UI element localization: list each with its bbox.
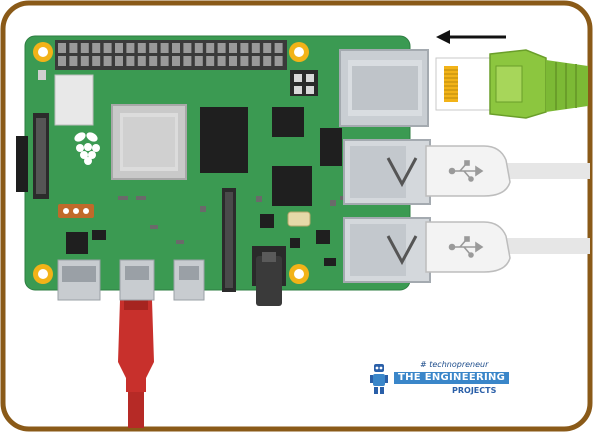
gpio-pin	[126, 56, 135, 66]
gpio-pin	[240, 43, 249, 53]
gpio-pin	[92, 56, 101, 66]
mounting-hole	[33, 264, 53, 284]
robot-logo-icon	[370, 364, 388, 394]
gpio-pin	[92, 43, 101, 53]
gpio-pin	[183, 56, 192, 66]
gpio-header	[55, 40, 287, 70]
sd-card-slot	[16, 136, 28, 192]
gpio-pin	[80, 43, 89, 53]
gpio-pin	[217, 56, 226, 66]
brand-watermark: # technopreneur THE ENGINEERING PROJECTS	[368, 360, 510, 400]
pi-board	[16, 35, 411, 306]
power-cable	[118, 300, 154, 428]
gpio-pin	[58, 56, 66, 66]
usb-symbol-icon	[448, 236, 484, 258]
gpio-pin	[115, 56, 123, 66]
gpio-pin	[274, 43, 283, 53]
gpio-pin	[137, 43, 146, 53]
gpio-pin	[103, 43, 112, 53]
usb-c-power-port	[119, 259, 155, 301]
gpio-pin	[194, 56, 203, 66]
gpio-pin	[251, 43, 260, 53]
usb-symbol-icon	[448, 160, 484, 182]
usb-controller-chip	[272, 107, 304, 137]
gpio-pin	[240, 56, 249, 66]
status-leds	[58, 204, 94, 218]
gpio-pin	[206, 56, 215, 66]
mounting-hole	[289, 264, 309, 284]
ethernet-controller-chip	[272, 166, 312, 206]
gpio-pin	[137, 56, 146, 66]
gpio-pin	[80, 56, 89, 66]
gpio-pin	[172, 43, 180, 53]
gpio-pin	[103, 56, 112, 66]
mounting-hole	[33, 42, 53, 62]
brand-tagline: # technopreneur	[420, 360, 489, 369]
gpio-pin	[149, 43, 158, 53]
cpu-chip	[111, 104, 187, 180]
gpio-pin	[160, 56, 169, 66]
gpio-pin	[251, 56, 260, 66]
gpio-pin	[229, 43, 237, 53]
gpio-pin	[183, 43, 192, 53]
usb-cable-upper	[425, 145, 590, 197]
gpio-pin	[69, 43, 78, 53]
crystal	[287, 211, 311, 227]
usb-cable-lower	[425, 221, 590, 273]
poe-header	[290, 70, 318, 96]
ethernet-cable	[435, 49, 588, 119]
gpio-pin	[217, 43, 226, 53]
gpio-pin	[58, 43, 66, 53]
power-ic	[320, 128, 342, 166]
gpio-pin	[172, 56, 180, 66]
hdmi-port	[57, 259, 101, 301]
gpio-pin	[263, 56, 272, 66]
ethernet-port	[339, 49, 429, 127]
arrow-left-icon	[436, 30, 506, 44]
gpio-pin	[274, 56, 283, 66]
wifi-module	[54, 74, 94, 126]
gpio-pin	[126, 43, 135, 53]
ram-chip	[200, 107, 248, 173]
gpio-pin	[69, 56, 78, 66]
brand-name: THE ENGINEERING	[394, 372, 510, 384]
raspberry-logo-icon	[74, 132, 100, 165]
audio-jack	[252, 246, 286, 306]
gpio-pin	[229, 56, 237, 66]
gpio-pin	[115, 43, 123, 53]
gpio-pin	[194, 43, 203, 53]
gpio-pin	[263, 43, 272, 53]
mounting-hole	[289, 42, 309, 62]
micro-hdmi-port	[173, 259, 205, 301]
gpio-pin	[149, 56, 158, 66]
brand-subtitle: PROJECTS	[452, 386, 497, 395]
usb-port-lower	[343, 217, 431, 283]
gpio-pin	[206, 43, 215, 53]
gpio-pin	[160, 43, 169, 53]
usb-port-upper	[343, 139, 431, 205]
